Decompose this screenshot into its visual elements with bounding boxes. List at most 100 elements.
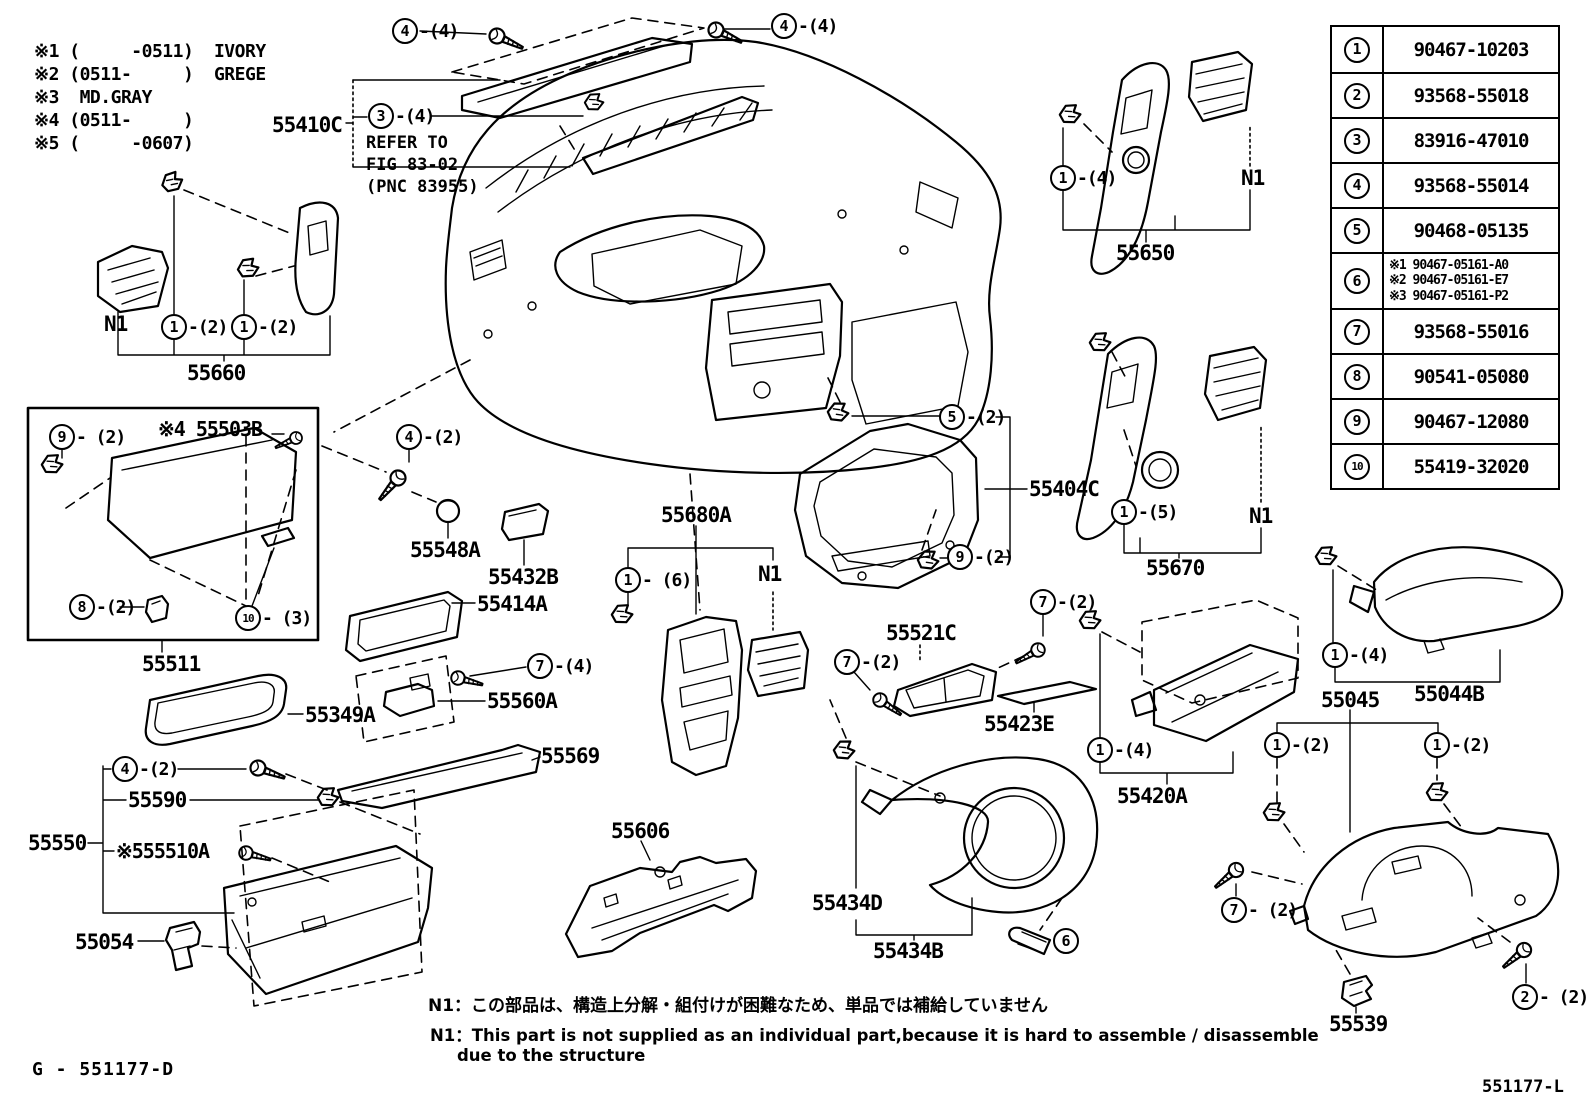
callout-1: 1-(2) bbox=[1264, 732, 1331, 758]
callout-count: -(5) bbox=[1138, 501, 1178, 523]
callout-number: 1 bbox=[161, 314, 187, 340]
figure-code-right: 551177-L bbox=[1482, 1077, 1564, 1097]
callout-count: - (3) bbox=[262, 607, 312, 629]
cluster-finish-panel-art bbox=[793, 377, 1028, 590]
callout-number: 7 bbox=[527, 653, 553, 679]
part-label-555510A: ※555510A bbox=[116, 839, 210, 863]
callout-8: 8-(2) bbox=[69, 594, 136, 620]
part-number: ※1 90467-05161-A0 bbox=[1389, 257, 1509, 273]
callout-number: 6 bbox=[1053, 928, 1079, 954]
callout-count: -(2) bbox=[258, 316, 298, 338]
callout-count: -(2) bbox=[966, 406, 1006, 428]
footnote-en: N1：This part is not supplied as an indiv… bbox=[430, 1026, 1319, 1045]
part-number: 90467-12080 bbox=[1413, 410, 1530, 433]
callout-7: 7-(4) bbox=[527, 653, 594, 679]
side-register-art bbox=[96, 168, 340, 362]
part-label-N1: N1 bbox=[1249, 504, 1273, 528]
callout-count: -(2) bbox=[423, 426, 463, 448]
callout-number: 1 bbox=[1264, 732, 1290, 758]
callout-7: 7- (2) bbox=[1221, 897, 1298, 923]
callout-1: 1-(2) bbox=[1424, 732, 1491, 758]
part-label-55670: 55670 bbox=[1146, 556, 1205, 580]
part-number: ※2 90467-05161-E7 bbox=[1389, 273, 1509, 289]
row-number-badge: 5 bbox=[1344, 217, 1370, 244]
callout-number: 4 bbox=[112, 756, 138, 782]
part-label-55410C: 55410C bbox=[272, 113, 343, 137]
upper-hood-art bbox=[1312, 543, 1564, 683]
center-small-parts-art bbox=[144, 445, 550, 810]
part-label-55434D: 55434D bbox=[812, 891, 883, 915]
callout-count: -(4) bbox=[1349, 644, 1389, 666]
row-number-badge: 10 bbox=[1344, 453, 1370, 480]
callout-4: 4-(4) bbox=[771, 13, 838, 39]
part-label-55660: 55660 bbox=[187, 361, 246, 385]
part-label-55539: 55539 bbox=[1329, 1012, 1388, 1036]
part-label-55550: 55550 bbox=[28, 831, 87, 855]
callout-1: 1-(4) bbox=[1050, 165, 1117, 191]
callout-number: 7 bbox=[834, 649, 860, 675]
part-label-55521C: 55521C bbox=[886, 621, 957, 645]
parts-table-row: 6※1 90467-05161-A0※2 90467-05161-E7※3 90… bbox=[1332, 252, 1558, 308]
callout-count: -(2) bbox=[974, 546, 1014, 568]
part-label-455503B: ※4 55503B bbox=[158, 417, 263, 441]
lower-finish-panel-art bbox=[1209, 709, 1560, 1014]
part-label-55590: 55590 bbox=[128, 788, 187, 812]
part-label-55650: 55650 bbox=[1116, 241, 1175, 265]
callout-number: 5 bbox=[939, 404, 965, 430]
callout-4: 4-(2) bbox=[396, 424, 463, 450]
callout-count: - (2) bbox=[1248, 899, 1298, 921]
part-label-55423E: 55423E bbox=[984, 712, 1055, 736]
callout-count: - (2) bbox=[76, 426, 126, 448]
row-number-badge: 3 bbox=[1344, 127, 1370, 154]
part-label-55434B: 55434B bbox=[873, 939, 944, 963]
center-register-art bbox=[608, 525, 810, 777]
callout-count: -(2) bbox=[139, 758, 179, 780]
callout-number: 9 bbox=[49, 424, 75, 450]
callout-9: 9-(2) bbox=[947, 544, 1014, 570]
part-label-55432B: 55432B bbox=[488, 565, 559, 589]
callout-number: 10 bbox=[235, 605, 261, 631]
pillar-garnish-upper-art bbox=[1056, 50, 1254, 275]
callout-number: 4 bbox=[396, 424, 422, 450]
part-label-55680A: 55680A bbox=[661, 503, 732, 527]
callout-count: -(2) bbox=[1057, 591, 1097, 613]
part-label-55511: 55511 bbox=[142, 652, 201, 676]
callout-1: 1-(2) bbox=[231, 314, 298, 340]
callout-1: 1- (6) bbox=[615, 567, 692, 593]
callout-number: 4 bbox=[392, 18, 418, 44]
callout-number: 4 bbox=[771, 13, 797, 39]
callout-4: 4-(2) bbox=[112, 756, 179, 782]
part-label-55414A: 55414A bbox=[477, 592, 548, 616]
pillar-garnish-lower-art bbox=[1075, 329, 1268, 559]
callout-1: 1-(4) bbox=[1322, 642, 1389, 668]
refer-note-line: (PNC 83955) bbox=[366, 177, 479, 197]
part-label-55420A: 55420A bbox=[1117, 784, 1188, 808]
part-label-N1: N1 bbox=[104, 312, 128, 336]
callout-number: 1 bbox=[615, 567, 641, 593]
part-number: 83916-47010 bbox=[1413, 129, 1530, 152]
part-number: 90467-10203 bbox=[1413, 38, 1530, 61]
part-label-55044B: 55044B bbox=[1414, 682, 1485, 706]
callout-count: -(4) bbox=[419, 20, 459, 42]
part-label-55569: 55569 bbox=[541, 744, 600, 768]
lower-panel-art bbox=[829, 699, 1099, 956]
part-label-N1: N1 bbox=[1241, 166, 1265, 190]
legend-note: ※3 MD.GRAY bbox=[34, 87, 152, 108]
box-bezel-art bbox=[853, 613, 1098, 721]
callout-1: 1-(2) bbox=[161, 314, 228, 340]
part-label-55054: 55054 bbox=[75, 930, 134, 954]
part-label-55560A: 55560A bbox=[487, 689, 558, 713]
callout-9: 9- (2) bbox=[49, 424, 126, 450]
callout-number: 1 bbox=[1322, 642, 1348, 668]
callout-number: 9 bbox=[947, 544, 973, 570]
footnote-en-cont: due to the structure bbox=[457, 1046, 646, 1065]
part-label-55606: 55606 bbox=[611, 819, 670, 843]
callout-number: 8 bbox=[69, 594, 95, 620]
